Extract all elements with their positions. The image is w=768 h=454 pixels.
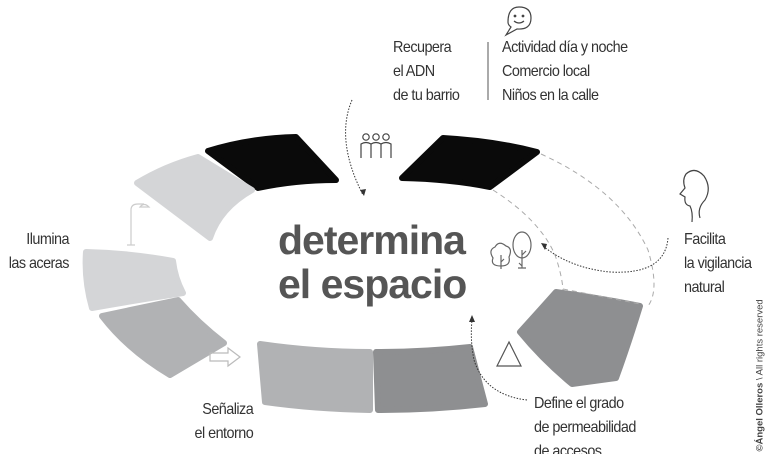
head-profile-icon xyxy=(679,169,709,223)
text-line: de accesos xyxy=(534,443,602,454)
segment-left-light xyxy=(82,249,186,311)
people-group-icon xyxy=(360,133,392,158)
copyright-rights: All rights reserved xyxy=(754,299,766,376)
segment-bottom-right-dark xyxy=(373,344,488,413)
text-line: Comercio local xyxy=(502,63,590,80)
copyright-notice: ©Ángel Olleros \ All rights reserved xyxy=(754,299,766,452)
segment-bottom-left-mid xyxy=(257,341,373,413)
text-line: el ADN xyxy=(393,63,435,80)
text-line: de permeabilidad xyxy=(534,419,636,436)
trees-icon xyxy=(490,231,532,269)
curved-arrow-bottom xyxy=(470,319,528,401)
text-line: Ilumina xyxy=(26,231,69,248)
copyright-author: ©Ángel Olleros xyxy=(754,382,766,452)
text-line: Señaliza xyxy=(202,401,253,418)
label-ilumina: Ilumina las aceras xyxy=(8,228,70,276)
label-actividad: Actividad día y noche Comercio local Niñ… xyxy=(502,36,628,108)
label-senaliza: Señaliza el entorno xyxy=(194,398,253,446)
speech-bubble-smile-icon xyxy=(504,6,532,37)
center-title: determina el espacio xyxy=(278,217,467,307)
text-line: Recupera xyxy=(393,39,452,56)
center-title-line1: determina xyxy=(278,217,466,263)
text-line: la vigilancia xyxy=(684,255,752,272)
triangle-icon xyxy=(496,340,522,367)
segment-top-right-black xyxy=(399,135,540,190)
street-lamp-icon xyxy=(127,203,151,246)
label-facilita: Facilita la vigilancia natural xyxy=(684,228,752,300)
segment-top-left-light xyxy=(134,154,255,241)
dashed-connector xyxy=(492,153,655,307)
curved-arrow-right xyxy=(542,237,669,273)
text-line: natural xyxy=(684,279,725,296)
text-line: las aceras xyxy=(8,255,70,272)
text-line: el entorno xyxy=(194,425,253,442)
label-define: Define el grado de permeabilidad de acce… xyxy=(534,392,636,454)
segment-left-bottom-mid xyxy=(99,297,227,378)
text-line: Niños en la calle xyxy=(502,87,599,104)
segment-right-dark xyxy=(517,289,643,387)
text-line: Actividad día y noche xyxy=(502,39,628,56)
text-line: Define el grado xyxy=(534,395,624,412)
center-title-line2: el espacio xyxy=(278,261,467,307)
label-recupera: Recupera el ADN de tu barrio xyxy=(393,36,460,108)
arrow-right-icon xyxy=(209,346,241,368)
segment-top-left-black xyxy=(205,134,339,191)
text-line: Facilita xyxy=(684,231,726,248)
curved-arrow-top xyxy=(345,99,364,196)
text-line: de tu barrio xyxy=(393,87,460,104)
